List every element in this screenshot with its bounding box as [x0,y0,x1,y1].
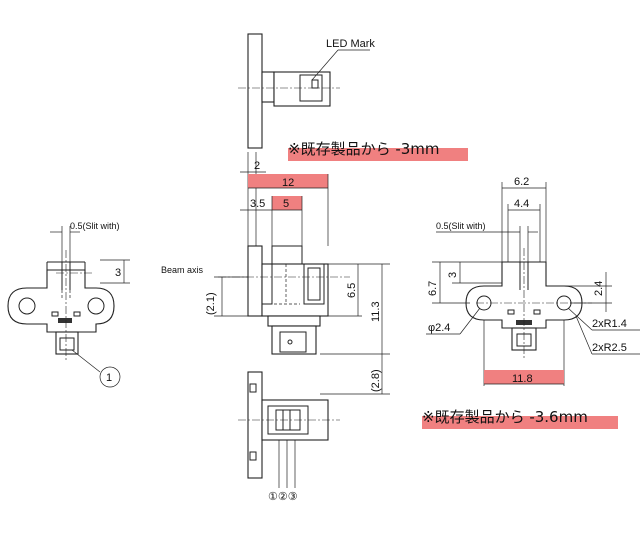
dim-4-4-label: 4.4 [514,198,529,210]
dim-6-5-label: 6.5 [346,283,358,298]
dim-2-label: 2 [254,160,260,172]
bottom-view: ①②③ [238,371,340,503]
dim-11-8-label: 11.8 [512,373,533,385]
left-height-3-label: 3 [115,267,121,279]
top-view: LED Mark ※既存製品から -3mm [238,33,468,161]
dim-2-1-label: (2.1) [205,292,217,315]
r1-4-label: 2xR1.4 [592,318,627,330]
front-view: 2 12 3.5 5 Beam axis (2.1) [161,152,390,395]
dim-11-3-label: 11.3 [370,301,382,322]
dim-6-7-label: 6.7 [427,281,439,296]
dim-2-4-label: 2.4 [593,281,605,296]
phi-2-4-label: φ2.4 [428,322,450,334]
right-view: 6.2 4.4 0.5(Slit with) 6.7 3 [422,176,640,429]
dim-6-2-label: 6.2 [514,176,529,188]
beam-axis-label: Beam axis [161,265,204,275]
dim-5-label: 5 [283,198,289,210]
left-slit-width-label: 0.5(Slit with) [70,221,120,231]
note-bottom: ※既存製品から -3.6mm [422,408,588,426]
pin-one-label: 1 [106,372,112,384]
r2-5-label: 2xR2.5 [592,342,627,354]
right-slit-width-label: 0.5(Slit with) [436,221,486,231]
dim-3-right-label: 3 [447,272,459,278]
led-mark-label: LED Mark [326,38,375,50]
dim-3-5-label: 3.5 [250,198,265,210]
left-view: 0.5(Slit with) 3 1 [7,221,130,388]
dim-12-label: 12 [282,177,294,189]
dim-2-8-label: (2.8) [370,369,382,392]
note-top: ※既存製品から -3mm [288,140,440,158]
pin-numbers-label: ①②③ [268,491,298,503]
